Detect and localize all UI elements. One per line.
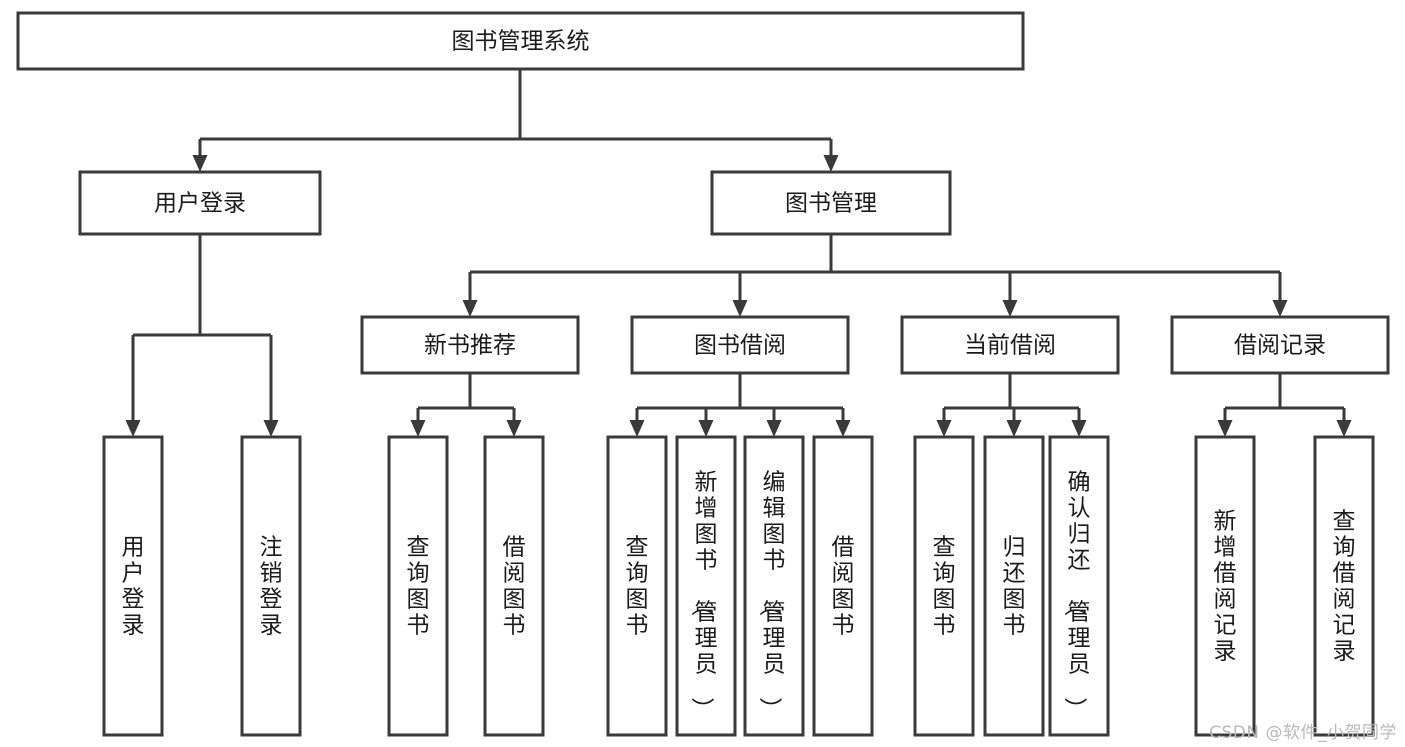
- node-label: 图书管理系统: [452, 29, 590, 55]
- edge-group-root-to-level1: [192, 69, 839, 172]
- edge-group-bookborrow-to-leaves: [629, 373, 851, 437]
- node-label: 用户登录: [122, 534, 145, 638]
- node-leaf_add_book[interactable]: 新增图书（管理员）: [675, 435, 737, 737]
- arrow-head-icon: [1006, 420, 1022, 437]
- node-leaf_query_record[interactable]: 查询借阅记录: [1313, 435, 1375, 737]
- node-leaf_borrow_book_2[interactable]: 借阅图书: [812, 435, 874, 737]
- node-box[interactable]: [1194, 435, 1256, 737]
- node-label: 查询借阅记录: [1333, 508, 1356, 664]
- node-borrow_record[interactable]: 借阅记录: [1170, 315, 1390, 375]
- node-box[interactable]: [710, 170, 952, 236]
- node-leaf_user_login[interactable]: 用户登录: [102, 435, 164, 737]
- node-leaf_query_book_3[interactable]: 查询图书: [913, 435, 975, 737]
- node-leaf_query_book_1[interactable]: 查询图书: [387, 435, 449, 737]
- arrow-head-icon: [823, 155, 839, 172]
- arrow-head-icon: [1002, 300, 1018, 317]
- arrow-head-icon: [1217, 420, 1233, 437]
- node-root[interactable]: 图书管理系统: [16, 11, 1025, 71]
- node-label: 确认归还（管理员）: [1062, 469, 1091, 720]
- node-box[interactable]: [102, 435, 164, 737]
- node-box[interactable]: [16, 11, 1025, 71]
- node-box[interactable]: [812, 435, 874, 737]
- node-box[interactable]: [630, 315, 850, 375]
- arrow-head-icon: [192, 155, 208, 172]
- node-leaf_confirm_return[interactable]: 确认归还（管理员）: [1048, 435, 1110, 737]
- node-label: 新增借阅记录: [1214, 508, 1237, 664]
- arrow-head-icon: [835, 420, 851, 437]
- arrow-head-icon: [732, 300, 748, 317]
- node-box[interactable]: [387, 435, 449, 737]
- arrow-head-icon: [263, 420, 279, 437]
- node-layer: 图书管理系统用户登录图书管理新书推荐图书借阅当前借阅借阅记录用户登录注销登录查询…: [16, 11, 1390, 737]
- node-box[interactable]: [675, 435, 737, 737]
- edge-group-newbook-to-leaves: [410, 373, 522, 437]
- node-box[interactable]: [1048, 435, 1110, 737]
- node-user_login[interactable]: 用户登录: [78, 170, 322, 236]
- arrow-head-icon: [125, 420, 141, 437]
- node-new_book_rec[interactable]: 新书推荐: [360, 315, 580, 375]
- node-label: 查询图书: [407, 534, 430, 638]
- node-box[interactable]: [606, 435, 668, 737]
- node-book_borrow[interactable]: 图书借阅: [630, 315, 850, 375]
- arrow-head-icon: [462, 300, 478, 317]
- node-label: 归还图书: [1003, 534, 1026, 638]
- edge-group-borrowrecord-to-leaves: [1217, 373, 1352, 437]
- node-label: 图书管理: [785, 191, 877, 217]
- arrow-head-icon: [1272, 300, 1288, 317]
- node-current_borrow[interactable]: 当前借阅: [900, 315, 1120, 375]
- edge-group-userlogin-to-leaves: [125, 234, 279, 437]
- node-label: 用户登录: [154, 191, 246, 217]
- arrow-head-icon: [766, 420, 782, 437]
- arrow-head-icon: [1336, 420, 1352, 437]
- node-leaf_logout[interactable]: 注销登录: [240, 435, 302, 737]
- edge-group-currentborrow-to-leaves: [936, 373, 1087, 437]
- node-box[interactable]: [1170, 315, 1390, 375]
- node-label: 借阅图书: [503, 534, 526, 638]
- node-label: 新增图书（管理员）: [689, 469, 718, 720]
- node-label: 借阅图书: [832, 534, 855, 638]
- node-label: 当前借阅: [964, 333, 1056, 359]
- node-label: 新书推荐: [424, 333, 516, 359]
- node-label: 编辑图书（管理员）: [757, 469, 786, 720]
- arrow-head-icon: [506, 420, 522, 437]
- node-book_manage[interactable]: 图书管理: [710, 170, 952, 236]
- node-box[interactable]: [78, 170, 322, 236]
- node-label: 查询图书: [933, 534, 956, 638]
- node-box[interactable]: [483, 435, 545, 737]
- node-box[interactable]: [743, 435, 805, 737]
- node-leaf_borrow_book_1[interactable]: 借阅图书: [483, 435, 545, 737]
- node-leaf_add_record[interactable]: 新增借阅记录: [1194, 435, 1256, 737]
- node-box[interactable]: [913, 435, 975, 737]
- edge-group-bookmanage-to-level2: [462, 234, 1288, 317]
- node-leaf_return_book[interactable]: 归还图书: [983, 435, 1045, 737]
- node-leaf_edit_book[interactable]: 编辑图书（管理员）: [743, 435, 805, 737]
- arrow-head-icon: [410, 420, 426, 437]
- node-label: 注销登录: [260, 534, 283, 638]
- arrow-head-icon: [1071, 420, 1087, 437]
- node-box[interactable]: [240, 435, 302, 737]
- arrow-head-icon: [698, 420, 714, 437]
- node-box[interactable]: [983, 435, 1045, 737]
- arrow-head-icon: [629, 420, 645, 437]
- node-box[interactable]: [900, 315, 1120, 375]
- node-box[interactable]: [1313, 435, 1375, 737]
- node-box[interactable]: [360, 315, 580, 375]
- node-label: 借阅记录: [1234, 333, 1326, 359]
- node-label: 图书借阅: [694, 333, 786, 359]
- node-label: 查询图书: [626, 534, 649, 638]
- node-leaf_query_book_2[interactable]: 查询图书: [606, 435, 668, 737]
- arrow-head-icon: [936, 420, 952, 437]
- edge-layer: [125, 69, 1352, 437]
